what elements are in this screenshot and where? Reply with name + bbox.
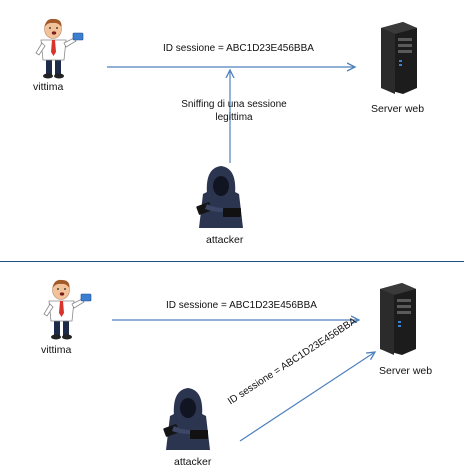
victim-icon	[35, 18, 84, 79]
top-victim-label: vittima	[33, 81, 64, 93]
attacker-icon	[163, 388, 210, 450]
bottom-session-id-label: ID sessione = ABC1D23E456BBA	[166, 300, 317, 311]
attacker-icon	[196, 166, 243, 228]
attacker-session-arrow	[239, 352, 375, 442]
top-attacker-label: attacker	[206, 234, 244, 246]
sniffing-label: Sniffing di una sessione legittima	[181, 99, 287, 123]
server-icon	[380, 283, 416, 355]
top-session-id-label: ID sessione = ABC1D23E456BBA	[163, 43, 314, 54]
top-server-label: Server web	[371, 103, 425, 115]
bottom-attacker-label: attacker	[174, 456, 212, 468]
section-divider	[0, 261, 464, 262]
bottom-victim-label: vittima	[41, 344, 72, 356]
victim-icon	[43, 279, 92, 340]
bottom-server-label: Server web	[379, 365, 433, 377]
server-icon	[381, 22, 417, 94]
